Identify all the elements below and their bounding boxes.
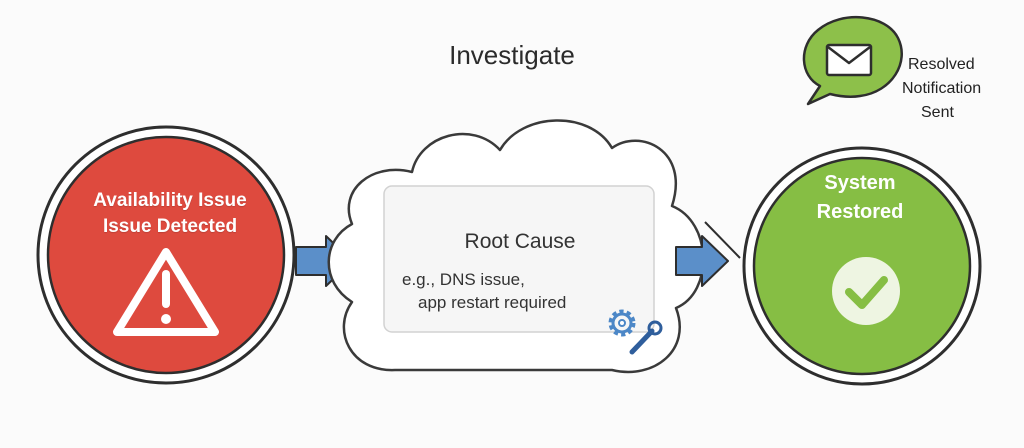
notification-label-line1: Resolved xyxy=(908,56,975,73)
restored-circle xyxy=(742,146,982,386)
connector-line xyxy=(704,221,741,259)
diagram-title: Investigate xyxy=(449,40,575,70)
wrench-icon xyxy=(629,320,663,355)
root-cause-cloud xyxy=(327,119,705,374)
root-cause-title: Root Cause xyxy=(464,230,576,253)
notification-label-line3: Sent xyxy=(921,104,954,121)
issue-label-line2: Issue Detected xyxy=(102,216,238,237)
restored-label-line1: System xyxy=(824,172,896,194)
check-icon xyxy=(845,276,888,309)
gear-icon xyxy=(608,309,636,337)
issue-label-line1: Availability Issue xyxy=(93,190,247,211)
restored-label-line2: Restored xyxy=(816,201,904,223)
arrow-right-icon xyxy=(675,235,729,287)
notification-label-line2: Notification xyxy=(902,80,982,97)
envelope-icon xyxy=(825,43,873,77)
root-cause-example-line1: e.g., DNS issue, xyxy=(402,270,525,289)
root-cause-example-line2: app restart required xyxy=(418,293,567,312)
warning-icon xyxy=(113,248,219,336)
